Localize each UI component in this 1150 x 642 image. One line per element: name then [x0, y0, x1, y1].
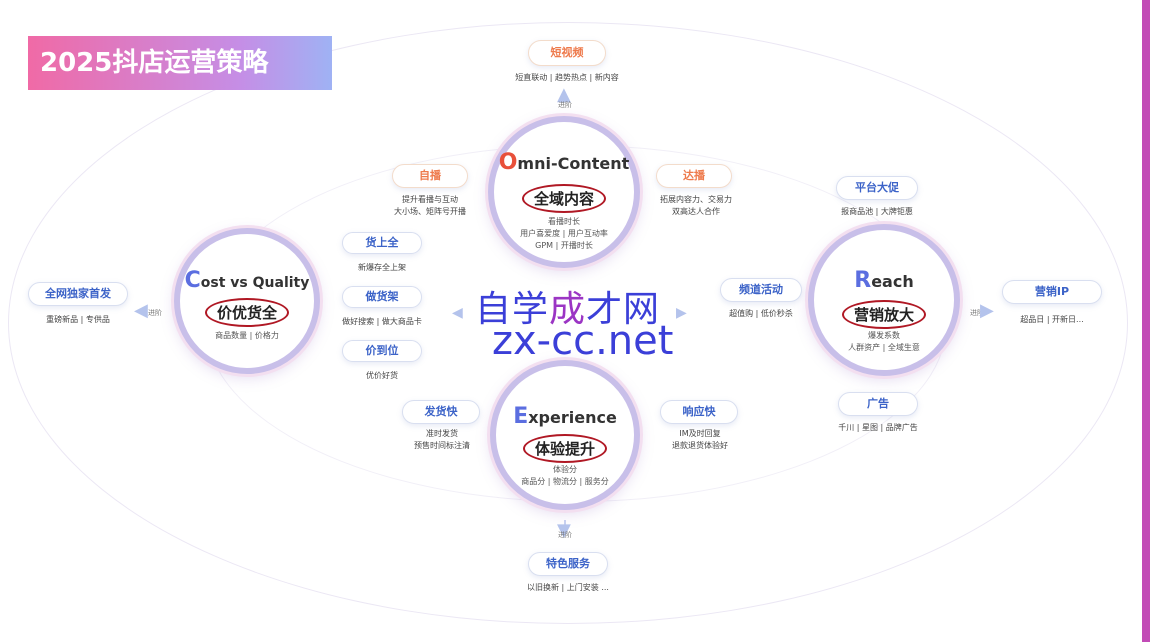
- goods-full-pill: 货上全: [342, 232, 422, 254]
- left-arrow-icon: ◀: [134, 300, 148, 321]
- experience-ink-circle: 体验提升: [522, 434, 607, 463]
- channel-activity-desc: 超值购 | 低价秒杀: [729, 309, 793, 318]
- reach-head-rest: each: [871, 272, 914, 291]
- cost-quality-heading: Cost vs Quality: [180, 268, 314, 293]
- reach-desc-line: 人群资产 | 全域生意: [848, 343, 920, 352]
- watermark-part: 自学: [475, 289, 550, 330]
- omni-content-circle: Omni-Content 全域内容 看播时长 用户喜爱度 | 用户互动率 GPM…: [488, 116, 640, 268]
- right-arrow-icon: ▶: [980, 300, 994, 321]
- price-right-pill: 价到位: [342, 340, 422, 362]
- goods-full-desc: 新爆存全上架: [358, 263, 406, 272]
- experience-heading: Experience: [496, 404, 634, 429]
- platform-promo-desc: 报商品池 | 大牌钜惠: [841, 207, 913, 216]
- reach-desc-line: 爆发系数: [868, 331, 900, 340]
- respond-fast-desc-line: IM及时回复: [679, 429, 721, 438]
- reach-head-letter: R: [854, 268, 872, 293]
- reach-circle: Reach 营销放大 爆发系数 人群资产 | 全域生意: [808, 224, 960, 376]
- experience-head-letter: E: [513, 404, 529, 429]
- cost-quality-subtitle: 价优货全: [180, 298, 314, 327]
- watermark-line1: 自学成才网: [475, 280, 660, 332]
- short-video-desc: 短直联动 | 趋势热点 | 新内容: [515, 73, 619, 82]
- respond-fast-pill: 响应快: [660, 400, 738, 424]
- kol-live-desc-line: 双高达人合作: [672, 207, 720, 216]
- network-first-pill: 全网独家首发: [28, 282, 128, 306]
- outer-ellipse: [8, 22, 1128, 624]
- kol-live-desc-line: 拓展内容力、交易力: [660, 195, 732, 204]
- price-right-desc: 优价好货: [366, 371, 398, 380]
- cost-quality-desc: 商品数量 | 价格力: [180, 330, 314, 342]
- right-edge-bar: [1142, 0, 1150, 642]
- special-service-desc: 以旧换新 | 上门安装 ...: [527, 583, 609, 592]
- platform-promo-pill: 平台大促: [836, 176, 918, 200]
- omni-ink-circle: 全域内容: [521, 184, 606, 213]
- short-video-pill: 短视频: [528, 40, 606, 66]
- ads-pill: 广告: [838, 392, 918, 416]
- kol-live-desc: 拓展内容力、交易力 双高达人合作: [638, 194, 754, 218]
- reach-heading: Reach: [814, 268, 954, 293]
- omni-content-subtitle: 全域内容: [494, 184, 634, 213]
- self-live-desc-line: 大小场、矩阵号开播: [394, 207, 466, 216]
- self-live-desc-line: 提升看播与互动: [402, 195, 458, 204]
- reach-desc: 爆发系数 人群资产 | 全域生意: [814, 330, 954, 354]
- reach-ink-circle: 营销放大: [841, 300, 926, 329]
- experience-head-rest: xperience: [528, 408, 617, 427]
- kol-live-pill: 达播: [656, 164, 732, 188]
- cost-desc-line: 商品数量 | 价格力: [215, 331, 279, 340]
- experience-circle: Experience 体验提升 体验分 商品分 | 物流分 | 服务分: [490, 360, 640, 510]
- omni-head-rest: mni-Content: [517, 154, 630, 173]
- network-first-desc: 重磅新品 | 专供品: [46, 315, 110, 324]
- cost-quality-circle: Cost vs Quality 价优货全 商品数量 | 价格力: [174, 228, 320, 374]
- ship-fast-pill: 发货快: [402, 400, 480, 424]
- ship-fast-desc: 准时发货 预售时间标注清: [392, 428, 492, 452]
- channel-activity-pill: 频道活动: [720, 278, 802, 302]
- omni-desc-line: GPM | 开播时长: [535, 241, 593, 250]
- omni-desc-line: 用户喜爱度 | 用户互动率: [520, 229, 608, 238]
- self-live-pill: 自播: [392, 164, 468, 188]
- cost-ink-circle: 价优货全: [204, 298, 289, 327]
- center-right-arrow-icon: ▶: [676, 305, 687, 321]
- shelf-desc: 做好搜索 | 做大商品卡: [342, 317, 422, 326]
- shelf-pill: 做货架: [342, 286, 422, 308]
- up-arrow-icon: ▲: [557, 84, 571, 105]
- advance-label-left: 进阶: [148, 309, 162, 317]
- omni-content-heading: Omni-Content: [494, 150, 634, 175]
- self-live-desc: 提升看播与互动 大小场、矩阵号开播: [372, 194, 488, 218]
- watermark-line2: zx-cc.net: [492, 318, 674, 364]
- omni-content-desc: 看播时长 用户喜爱度 | 用户互动率 GPM | 开播时长: [494, 216, 634, 252]
- center-left-arrow-icon: ◀: [452, 305, 463, 321]
- experience-desc-line: 体验分: [553, 465, 577, 474]
- respond-fast-desc: IM及时回复 退款退货体验好: [648, 428, 752, 452]
- omni-head-letter: O: [498, 150, 518, 175]
- marketing-ip-desc: 超品日 | 开新日...: [1020, 315, 1084, 324]
- ship-fast-desc-line: 预售时间标注清: [414, 441, 470, 450]
- watermark-part: 成: [549, 289, 587, 330]
- experience-desc-line: 商品分 | 物流分 | 服务分: [521, 477, 609, 486]
- reach-subtitle: 营销放大: [814, 300, 954, 329]
- down-arrow-icon: ▼: [557, 520, 571, 541]
- ship-fast-desc-line: 准时发货: [426, 429, 458, 438]
- cost-head-rest: ost vs Quality: [200, 275, 310, 291]
- experience-desc: 体验分 商品分 | 物流分 | 服务分: [496, 464, 634, 488]
- advance-label-bottom: 进阶: [558, 531, 572, 539]
- advance-label-right: 进阶: [970, 309, 984, 317]
- cost-head-letter: C: [184, 268, 201, 293]
- respond-fast-desc-line: 退款退货体验好: [672, 441, 728, 450]
- advance-label-top: 进阶: [558, 101, 572, 109]
- page-title: 2025抖店运营策略: [28, 36, 332, 90]
- experience-subtitle: 体验提升: [496, 434, 634, 463]
- omni-desc-line: 看播时长: [548, 217, 580, 226]
- watermark-part: 才网: [586, 289, 661, 330]
- special-service-pill: 特色服务: [528, 552, 608, 576]
- ads-desc: 千川 | 星图 | 品牌广告: [838, 423, 918, 432]
- marketing-ip-pill: 营销IP: [1002, 280, 1102, 304]
